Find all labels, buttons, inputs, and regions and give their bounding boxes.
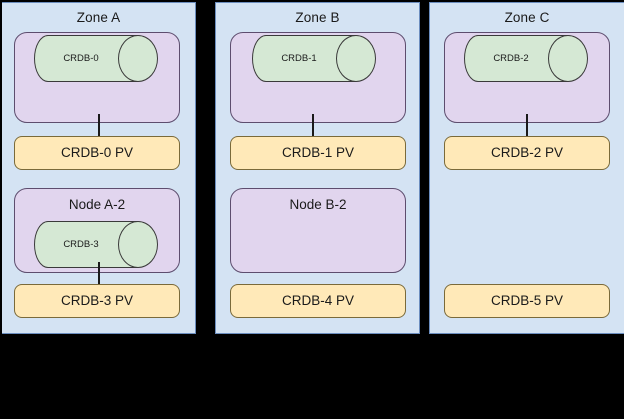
pod-cylinder-crdb-0[interactable]: CRDB-0 xyxy=(34,35,158,82)
connector-crdb-0-to-pv xyxy=(98,114,100,136)
connector-crdb-2-to-pv xyxy=(526,114,528,136)
cylinder-right-cap-icon xyxy=(118,35,158,82)
cylinder-right-cap-icon xyxy=(336,35,376,82)
pod-label-crdb-2: CRDB-2 xyxy=(493,52,529,64)
connector-crdb-3-to-pv xyxy=(98,262,100,284)
pod-cylinder-crdb-1[interactable]: CRDB-1 xyxy=(252,35,376,82)
pv-label-crdb-0: CRDB-0 PV xyxy=(60,145,133,160)
pv-box-crdb-5[interactable]: CRDB-5 PV xyxy=(444,284,610,318)
node-box-b-2[interactable]: Node B-2 xyxy=(230,188,406,273)
zone-c-title: Zone C xyxy=(504,10,550,25)
pv-box-crdb-3[interactable]: CRDB-3 PV xyxy=(14,284,180,318)
cylinder-left-cap-icon xyxy=(34,221,62,268)
cylinder-left-cap-icon xyxy=(252,35,280,82)
pv-label-crdb-1: CRDB-1 PV xyxy=(281,145,354,160)
pv-box-crdb-1[interactable]: CRDB-1 PV xyxy=(230,136,406,170)
connector-crdb-1-to-pv xyxy=(312,114,314,136)
pv-label-crdb-3: CRDB-3 PV xyxy=(60,293,133,308)
pod-label-crdb-3: CRDB-3 xyxy=(63,238,99,250)
pv-box-crdb-0[interactable]: CRDB-0 PV xyxy=(14,136,180,170)
cylinder-right-cap-icon xyxy=(118,221,158,268)
node-a-2-title: Node A-2 xyxy=(68,197,126,212)
cylinder-left-cap-icon xyxy=(464,35,492,82)
node-b-2-title: Node B-2 xyxy=(289,197,347,212)
pv-label-crdb-4: CRDB-4 PV xyxy=(281,293,354,308)
pod-label-crdb-0: CRDB-0 xyxy=(63,52,99,64)
cylinder-right-cap-icon xyxy=(548,35,588,82)
pv-box-crdb-4[interactable]: CRDB-4 PV xyxy=(230,284,406,318)
zone-a-title: Zone A xyxy=(76,10,121,25)
pod-cylinder-crdb-3[interactable]: CRDB-3 xyxy=(34,221,158,268)
pod-label-crdb-1: CRDB-1 xyxy=(281,52,317,64)
pv-label-crdb-2: CRDB-2 PV xyxy=(490,145,563,160)
zone-b-title: Zone B xyxy=(295,10,340,25)
pv-label-crdb-5: CRDB-5 PV xyxy=(490,293,563,308)
pod-cylinder-crdb-2[interactable]: CRDB-2 xyxy=(464,35,588,82)
pv-box-crdb-2[interactable]: CRDB-2 PV xyxy=(444,136,610,170)
cylinder-left-cap-icon xyxy=(34,35,62,82)
